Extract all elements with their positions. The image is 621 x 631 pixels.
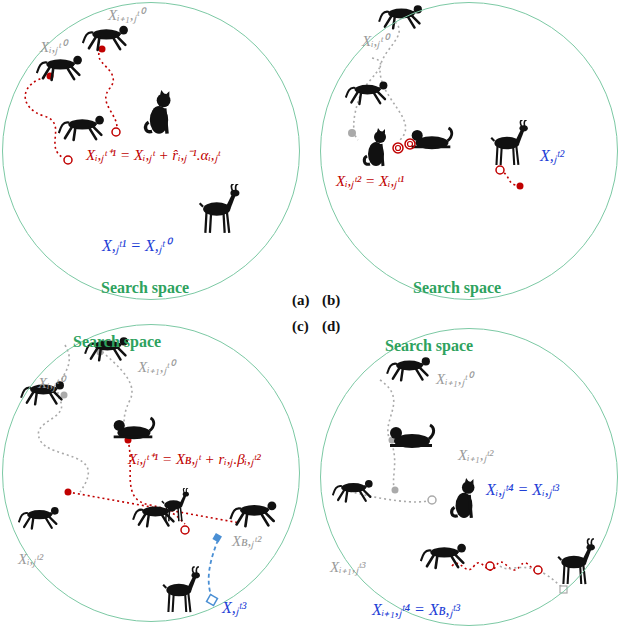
variable-label: Xᵢ₊₁,ⱼᵗ⁰ bbox=[436, 368, 472, 388]
region-label: Search space bbox=[73, 333, 161, 351]
variable-label: Xᵢ,ⱼᵗ⁺¹ = Xᵢ,ⱼᵗ + r̂ᵢ,ⱼ⁻¹.αᵢ,ⱼᵗ bbox=[86, 144, 220, 164]
region-label: Search space bbox=[101, 279, 189, 297]
variable-label: Xʙ,ⱼᵗ² bbox=[232, 530, 261, 550]
variable-label: Xᵢ,ⱼᵗ⁰ bbox=[362, 30, 388, 50]
panel-label: (c) bbox=[292, 318, 309, 335]
variable-label: X,ⱼᵗ³ bbox=[222, 596, 246, 618]
panel-label: (b) bbox=[322, 292, 340, 309]
panel-label: (d) bbox=[322, 318, 340, 335]
variable-label: Xᵢ,ⱼᵗ² bbox=[18, 548, 43, 568]
variable-label: Xᵢ,ⱼᵗ⁰ bbox=[40, 36, 66, 56]
variable-label: Xᵢ,ⱼᵗ² = Xᵢ,ⱼᵗ¹ bbox=[336, 170, 404, 190]
variable-label: Xᵢ,ⱼᵗ⁴ = Xᵢ,ⱼᵗ³ bbox=[486, 478, 559, 500]
variable-label: X,ⱼᵗ¹ = X,ⱼᵗ⁰ bbox=[102, 234, 171, 256]
variable-label: Xᵢ₊₁,ⱼᵗ⁰ bbox=[138, 356, 174, 376]
region-label: Search space bbox=[385, 337, 473, 355]
variable-label: Xᵢ₊₁,ⱼᵗ⁴ = Xʙ,ⱼᵗ³ bbox=[372, 598, 460, 620]
variable-label: Xᵢ,ⱼᵗ⁰ bbox=[38, 372, 64, 392]
variable-label: Xᵢ₊₁,ⱼᵗ² bbox=[458, 444, 494, 464]
panel-label: (a) bbox=[292, 292, 310, 309]
variable-label: Xᵢ₊₁,ⱼᵗ³ bbox=[330, 556, 366, 576]
variable-label: Xᵢ,ⱼᵗ⁺¹ = Xʙ,ⱼᵗ + rᵢ,ⱼ.βᵢ,ⱼᵗ² bbox=[128, 448, 261, 468]
region-label: Search space bbox=[413, 279, 501, 297]
variable-label: X,ⱼᵗ² bbox=[540, 144, 564, 166]
variable-label: Xᵢ₊₁,ⱼᵗ⁰ bbox=[108, 4, 144, 24]
